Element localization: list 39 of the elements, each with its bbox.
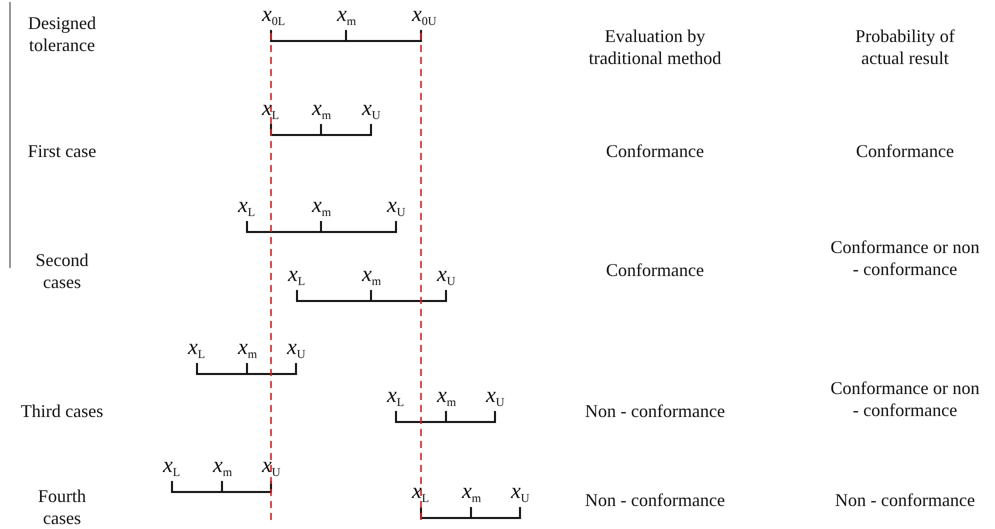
column-header: Probability of actual result xyxy=(854,25,956,69)
column-header: Evaluation by traditional method xyxy=(588,25,722,69)
row-label: Fourth cases xyxy=(36,485,87,529)
result-text: Conformance or non - conformance xyxy=(830,236,980,280)
variable-label: x$_{m}$ xyxy=(362,263,382,290)
variable-label: x$_{U}$ xyxy=(262,454,280,481)
variable-label: x$_{L}$ xyxy=(163,454,180,481)
variable-label: x$_{m}$ xyxy=(312,194,332,221)
result-text: Conformance xyxy=(855,140,955,162)
row-label: First case xyxy=(26,140,98,162)
result-text: Conformance xyxy=(605,259,705,281)
result-text: Conformance xyxy=(605,140,705,162)
variable-label: x$_{m}$ xyxy=(462,480,482,507)
variable-label: x$_{L}$ xyxy=(238,194,256,221)
variable-label: x$_{U}$ xyxy=(437,263,456,290)
variable-label: x$_{m}$ xyxy=(238,336,258,363)
variable-label: x$_{L}$ xyxy=(188,336,206,363)
variable-label: x$_{0U}$ xyxy=(412,3,436,30)
variable-label: x$_{m}$ xyxy=(337,3,356,30)
variable-label: x$_{U}$ xyxy=(362,97,380,124)
variable-label: x$_{L}$ xyxy=(288,263,306,290)
variable-label: x$_{m}$ xyxy=(312,97,332,124)
variable-label: x$_{m}$ xyxy=(213,454,232,481)
result-text: Non - conformance xyxy=(834,489,976,511)
variable-label: x$_{U}$ xyxy=(486,384,504,411)
variable-label: x$_{L}$ xyxy=(262,97,280,124)
variable-label: x$_{U}$ xyxy=(287,336,306,363)
variable-label: x$_{m}$ xyxy=(437,384,456,411)
variable-label: x$_{L}$ xyxy=(412,480,430,507)
result-text: Conformance or non - conformance xyxy=(830,377,980,421)
row-label: Second cases xyxy=(34,249,90,293)
result-text: Non - conformance xyxy=(584,400,726,422)
variable-label: x$_{U}$ xyxy=(511,480,530,507)
result-text: Non - conformance xyxy=(584,489,726,511)
row-label: Third cases xyxy=(20,400,104,422)
row-label: Designed tolerance xyxy=(27,12,97,56)
variable-label: x$_{0L}$ xyxy=(262,3,286,30)
variable-label: x$_{L}$ xyxy=(387,384,404,411)
variable-label: x$_{U}$ xyxy=(387,194,406,221)
